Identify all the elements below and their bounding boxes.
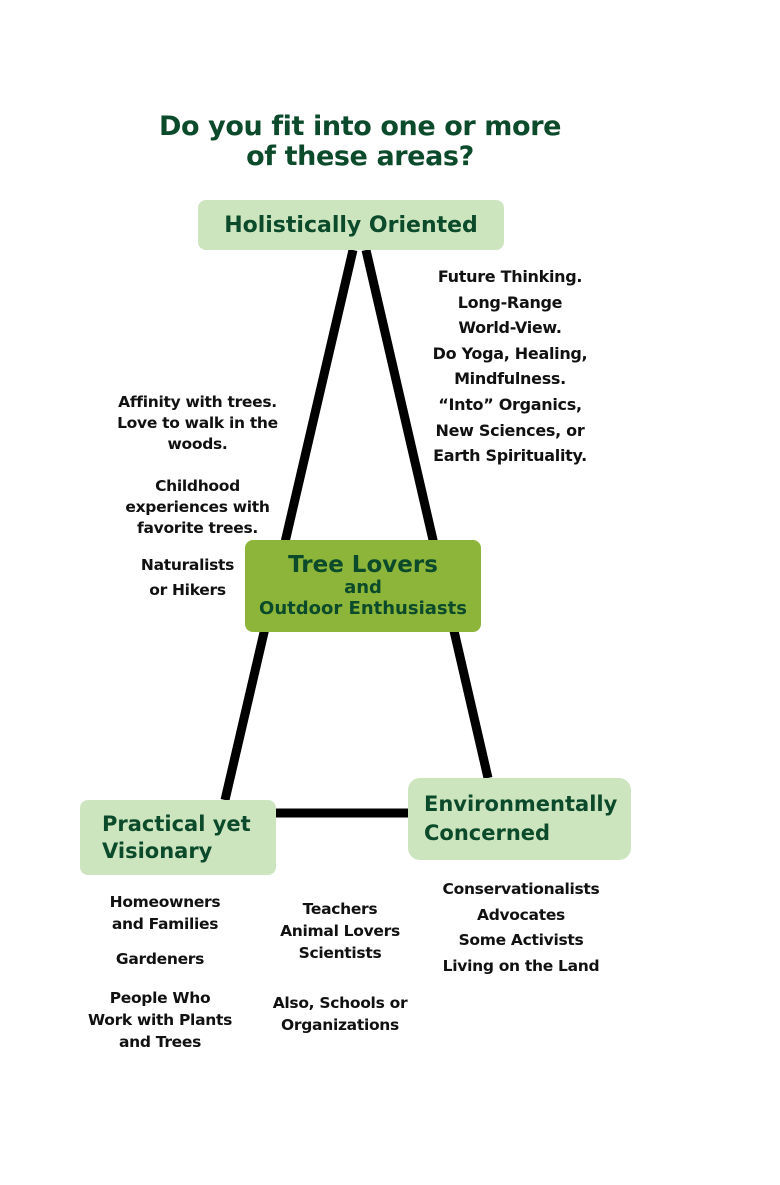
node-practical-visionary: Practical yet Visionary bbox=[80, 800, 276, 875]
node-environmentally-concerned: Environmentally Concerned bbox=[408, 778, 631, 860]
note-line: World-View. bbox=[458, 318, 562, 338]
notes-practical-2: Gardeners bbox=[80, 948, 240, 970]
notes-holistic: Future Thinking. Long-Range World-View. … bbox=[410, 264, 610, 469]
note-line: Some Activists bbox=[458, 931, 584, 950]
node-label: Holistically Oriented bbox=[224, 212, 478, 238]
notes-practical-3: People Who Work with Plants and Trees bbox=[70, 987, 250, 1053]
notes-practical-1: Homeowners and Families bbox=[80, 891, 250, 935]
note-line: Affinity with trees. bbox=[118, 393, 277, 411]
node-label-line-2: Concerned bbox=[424, 821, 551, 845]
note-line: Advocates bbox=[477, 905, 565, 924]
connector-top-to-left bbox=[220, 248, 358, 802]
note-line: Childhood bbox=[155, 477, 240, 495]
note-line: Organizations bbox=[281, 1016, 399, 1034]
note-line: Do Yoga, Healing, bbox=[432, 343, 588, 363]
note-line: Teachers bbox=[302, 900, 378, 918]
notes-center-1: Teachers Animal Lovers Scientists bbox=[260, 898, 420, 964]
notes-tree-lovers-2: Childhood experiences with favorite tree… bbox=[100, 476, 295, 539]
node-label-line-3: Outdoor Enthusiasts bbox=[259, 598, 467, 619]
note-line: woods. bbox=[167, 435, 228, 453]
note-line: Gardeners bbox=[115, 950, 205, 968]
note-line: Future Thinking. bbox=[437, 267, 583, 286]
note-line: People Who bbox=[109, 989, 211, 1007]
note-line: and Families bbox=[111, 915, 219, 933]
title-line-2: of these areas? bbox=[246, 141, 474, 172]
note-line: favorite trees. bbox=[137, 519, 258, 537]
note-line: New Sciences, or bbox=[435, 420, 585, 440]
node-holistically-oriented: Holistically Oriented bbox=[198, 200, 504, 250]
note-line: Earth Spirituality. bbox=[433, 446, 587, 466]
note-line: Mindfulness. bbox=[454, 369, 566, 389]
node-label-line-1: Practical yet bbox=[102, 811, 251, 836]
node-label-line-2: Visionary bbox=[102, 838, 213, 863]
connector-top-to-right bbox=[361, 248, 493, 780]
note-line: Conservationalists bbox=[442, 880, 600, 898]
title-line-1: Do you fit into one or more bbox=[158, 111, 562, 142]
note-line: Also, Schools or bbox=[272, 994, 408, 1012]
note-line: Animal Lovers bbox=[280, 922, 400, 940]
notes-tree-lovers-1: Affinity with trees. Love to walk in the… bbox=[100, 392, 295, 455]
note-line: Work with Plants bbox=[87, 1011, 233, 1029]
note-line: Scientists bbox=[298, 944, 382, 962]
notes-center-2: Also, Schools or Organizations bbox=[255, 992, 425, 1036]
page-title: Do you fit into one or more of these are… bbox=[90, 112, 630, 172]
note-line: or Hikers bbox=[149, 581, 226, 599]
note-line: Homeowners bbox=[109, 893, 221, 911]
node-label-line-1: Environmentally bbox=[424, 792, 618, 816]
notes-tree-lovers-3: Naturalists or Hikers bbox=[120, 553, 255, 603]
note-line: Long-Range bbox=[457, 292, 563, 312]
note-line: Love to walk in the bbox=[117, 414, 278, 432]
notes-environmental: Conservationalists Advocates Some Activi… bbox=[420, 877, 622, 979]
note-line: “Into” Organics, bbox=[438, 394, 582, 414]
node-tree-lovers: Tree Lovers and Outdoor Enthusiasts bbox=[245, 540, 481, 632]
note-line: experiences with bbox=[125, 498, 270, 516]
note-line: Naturalists bbox=[140, 556, 235, 574]
note-line: and Trees bbox=[118, 1033, 202, 1051]
node-label-line-1: Tree Lovers bbox=[288, 552, 438, 578]
node-label-line-2: and bbox=[344, 577, 382, 598]
note-line: Living on the Land bbox=[442, 956, 600, 975]
